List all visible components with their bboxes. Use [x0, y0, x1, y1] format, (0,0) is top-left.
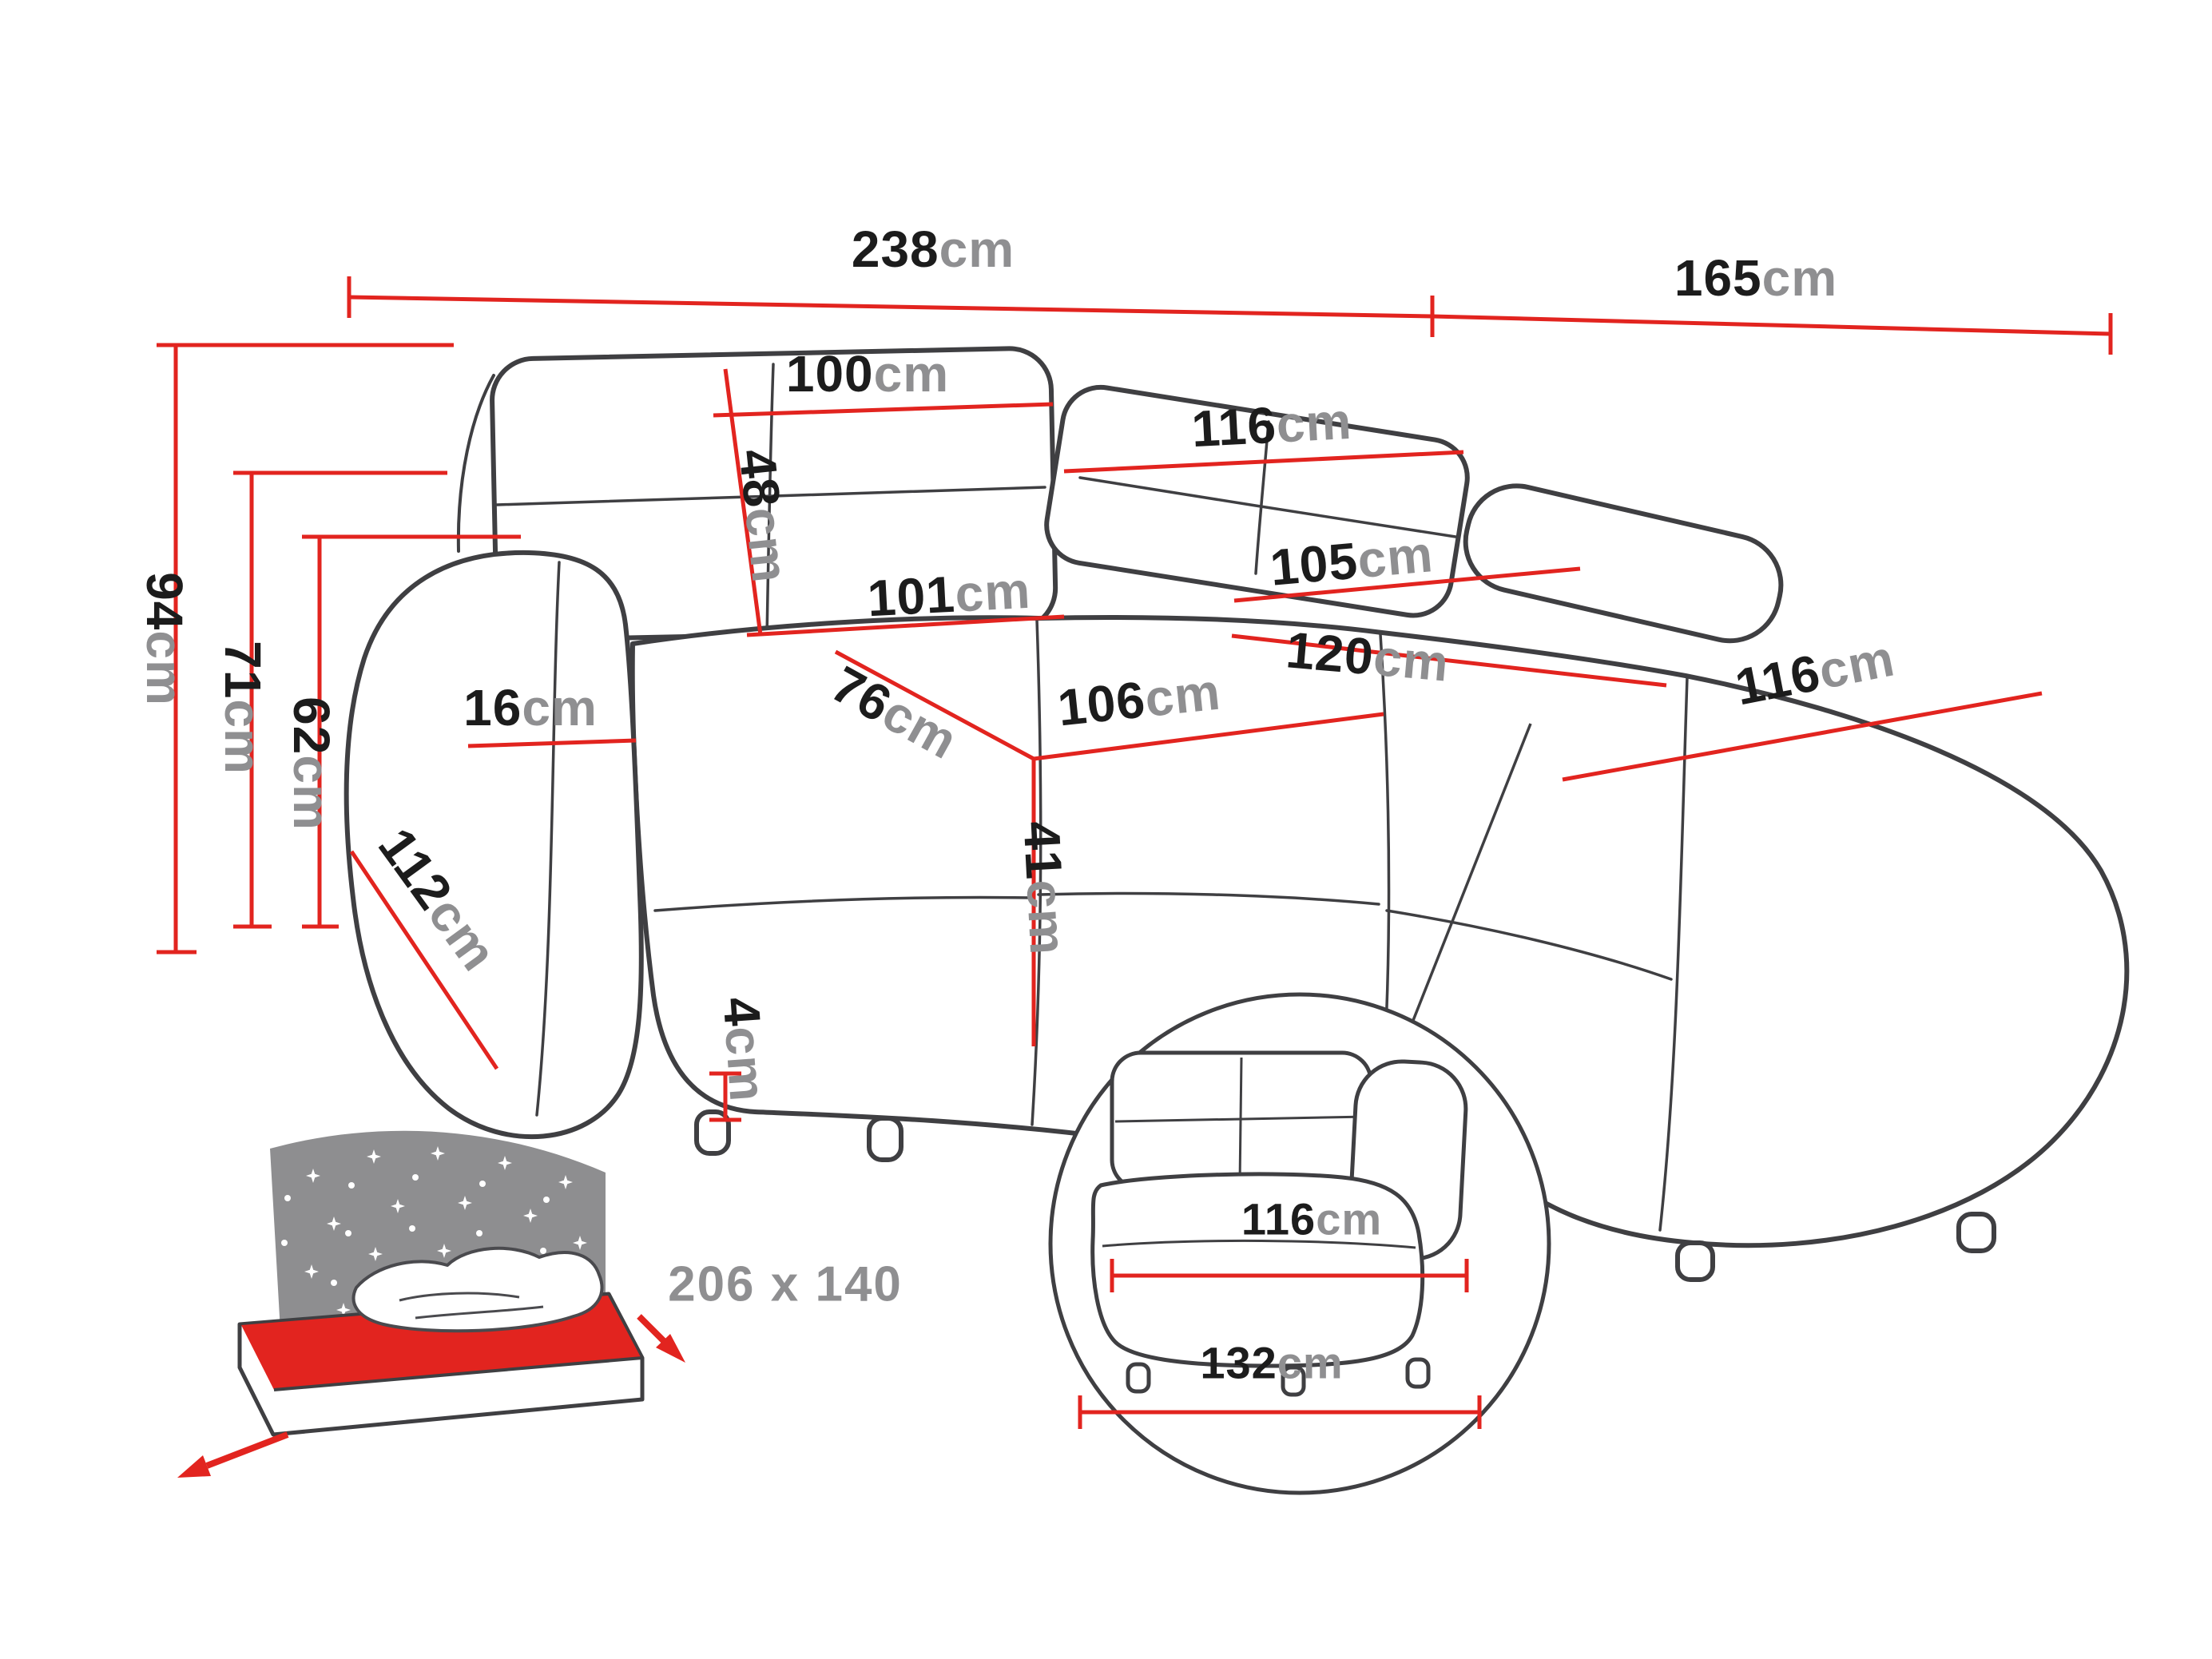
back-cushion-right — [1044, 384, 1470, 618]
detail-inset — [1048, 723, 1551, 1495]
dim-unit: cm — [1142, 662, 1224, 728]
dim-unit: cm — [136, 630, 193, 706]
dim-value: 41 — [1012, 820, 1074, 882]
dim-seat-back-height: 62cm — [282, 697, 341, 831]
dim-armrest-width: 16cm — [463, 678, 598, 737]
dim-value: 238 — [851, 220, 939, 278]
sleeping-area-label: 206 x 140 — [668, 1256, 903, 1312]
dim-value: 16 — [463, 679, 522, 736]
corner-backrest — [1463, 483, 1784, 644]
seat-body — [629, 614, 2130, 1248]
dim-unit: cm — [734, 504, 800, 586]
dim-unit: cm — [283, 755, 340, 831]
inset-sofa — [1090, 1050, 1468, 1397]
dim-overall-height: 94cm — [135, 572, 194, 706]
dim-unit: cm — [1371, 628, 1452, 693]
dim-value: 116 — [1241, 1193, 1316, 1244]
top-dimension-lines — [347, 276, 2113, 355]
seat-seams — [653, 618, 1689, 1232]
dim-unit: cm — [714, 1024, 777, 1104]
dim-armrest-height: 71cm — [213, 641, 272, 775]
dim-inset-seat-width: 116cm — [1241, 1193, 1382, 1245]
sofa-drawing — [344, 346, 2130, 1282]
dim-value: 116 — [1189, 395, 1278, 458]
sofa-dimension-lines — [349, 368, 2043, 1122]
dim-value: 132 — [1200, 1337, 1277, 1388]
dim-value: 62 — [283, 697, 340, 756]
dim-unit: cm — [522, 679, 598, 736]
dim-value: 71 — [214, 641, 272, 700]
dim-seat-height: 41cm — [1012, 820, 1078, 956]
dim-value: 48 — [728, 446, 792, 511]
left-dimension-lines — [157, 343, 521, 955]
dim-value: 106 — [1054, 670, 1149, 737]
dim-value: 105 — [1268, 531, 1360, 597]
dim-unit: cm — [1761, 249, 1838, 307]
dim-overall-width: 238cm — [852, 220, 1015, 279]
dim-unit: cm — [939, 220, 1015, 278]
dim-leg-height: 4cm — [712, 995, 778, 1104]
back-frame-edge — [456, 374, 495, 553]
bed-duvet — [351, 1246, 604, 1333]
dim-overall-depth: 165cm — [1674, 248, 1837, 308]
dim-value: 120 — [1284, 621, 1376, 686]
dim-unit: cm — [1274, 391, 1354, 454]
dim-seat-width-left: 101cm — [866, 561, 1032, 629]
dim-value: 100 — [785, 345, 874, 403]
dim-inset-total-width: 132cm — [1200, 1337, 1343, 1389]
dim-back-cushion-width-left: 100cm — [786, 344, 949, 403]
dim-unit: cm — [1316, 1193, 1383, 1244]
dim-value: 165 — [1674, 249, 1762, 307]
left-armrest — [344, 550, 644, 1139]
dim-value: 94 — [136, 572, 193, 631]
dim-back-cushion-width-right: 116cm — [1190, 391, 1353, 458]
inset-dimension-lines — [1078, 1259, 1482, 1429]
dim-unit: cm — [214, 699, 272, 775]
dim-unit: cm — [953, 561, 1032, 623]
dim-unit: cm — [1015, 878, 1078, 957]
inset-seat — [1090, 1172, 1425, 1368]
dim-unit: cm — [1355, 525, 1436, 589]
unfold-arrows — [177, 1314, 685, 1478]
dim-value: 101 — [866, 565, 957, 628]
dim-value: 4 — [712, 995, 772, 1029]
inset-pointer-line — [1411, 723, 1532, 1023]
bed-icon — [177, 1130, 685, 1478]
dim-unit: cm — [873, 345, 950, 403]
dim-unit: cm — [1277, 1337, 1344, 1388]
